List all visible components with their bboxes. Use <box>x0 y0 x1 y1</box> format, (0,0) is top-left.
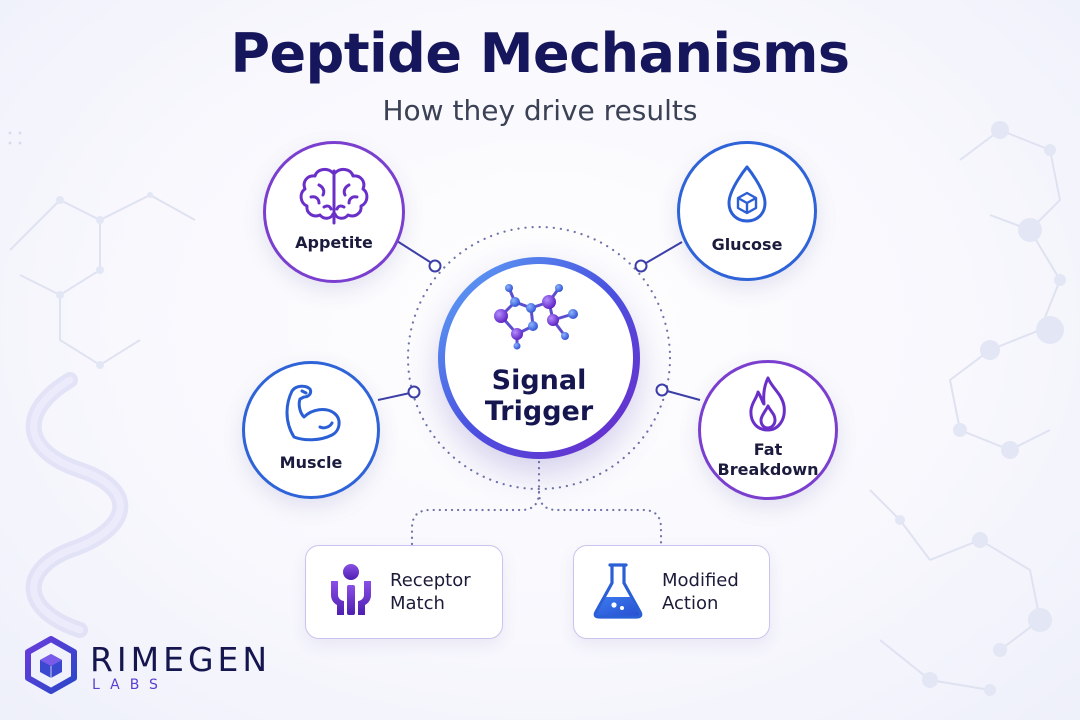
brand-name: RIMEGEN <box>90 639 272 679</box>
molecule-icon <box>487 280 591 357</box>
effect-node-glucose[interactable]: Glucose <box>677 141 817 281</box>
page-subtitle: How they drive results <box>382 94 698 127</box>
step-card-modified-action[interactable]: Modified Action <box>573 545 770 639</box>
center-node-signal-trigger[interactable]: Signal Trigger <box>438 257 640 459</box>
flask-icon <box>592 561 644 624</box>
effect-node-appetite[interactable]: Appetite <box>263 141 405 283</box>
flexed-arm-icon <box>274 381 348 445</box>
page-title: Peptide Mechanisms <box>230 22 850 85</box>
effect-node-fat-breakdown[interactable]: Fat Breakdown <box>698 360 838 500</box>
brand-subname: LABS <box>92 676 168 693</box>
brain-icon <box>297 165 371 225</box>
brand-logo: RIMEGEN LABS <box>24 636 271 699</box>
effect-label: Glucose <box>711 235 783 254</box>
effect-label: Muscle <box>279 453 343 472</box>
droplet-cube-icon <box>723 163 771 225</box>
effect-label: Fat Breakdown <box>717 440 819 479</box>
step-label: Modified Action <box>662 570 739 614</box>
effect-node-muscle[interactable]: Muscle <box>242 361 380 499</box>
hexagon-cube-logo-icon <box>24 636 78 699</box>
flame-icon <box>744 374 792 434</box>
center-label: Signal Trigger <box>484 365 594 427</box>
effect-label: Appetite <box>295 233 373 252</box>
step-card-receptor-match[interactable]: Receptor Match <box>305 545 503 639</box>
step-label: Receptor Match <box>390 570 471 614</box>
receptor-icon <box>328 563 374 622</box>
